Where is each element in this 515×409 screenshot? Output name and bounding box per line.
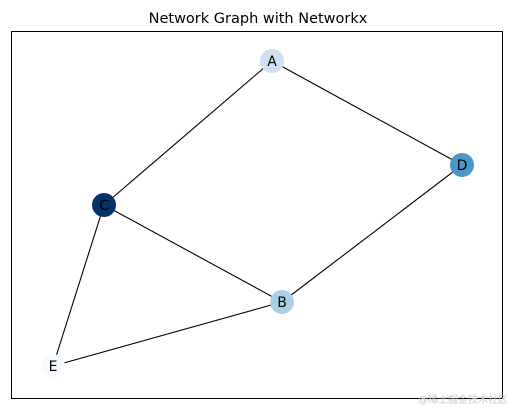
node-e: E bbox=[41, 354, 65, 378]
edge-c-e bbox=[52, 204, 105, 367]
chart-title: Network Graph with Networkx bbox=[149, 11, 368, 27]
node-circle-a bbox=[260, 49, 284, 73]
edge-a-c bbox=[103, 60, 273, 206]
watermark-text: @稀土掘金技术社区 bbox=[418, 393, 508, 406]
node-circle-d bbox=[450, 153, 474, 177]
edge-c-b bbox=[103, 204, 283, 303]
node-b: B bbox=[270, 290, 294, 314]
node-d: D bbox=[450, 153, 474, 177]
node-label-b: B bbox=[277, 295, 287, 311]
node-circle-b bbox=[270, 290, 294, 314]
node-label-c: C bbox=[99, 198, 109, 214]
node-circle-e bbox=[41, 354, 65, 378]
edge-a-d bbox=[271, 60, 463, 166]
edge-b-e bbox=[52, 301, 283, 367]
node-label-e: E bbox=[49, 359, 58, 375]
edges-layer bbox=[52, 60, 463, 367]
node-a: A bbox=[260, 49, 284, 73]
nodes-layer: A B C D E bbox=[41, 49, 474, 378]
node-label-a: A bbox=[267, 54, 277, 70]
plot-frame bbox=[11, 31, 503, 399]
edge-b-d bbox=[281, 164, 463, 303]
node-circle-c bbox=[92, 193, 116, 217]
node-label-d: D bbox=[457, 158, 468, 174]
node-c: C bbox=[92, 193, 116, 217]
